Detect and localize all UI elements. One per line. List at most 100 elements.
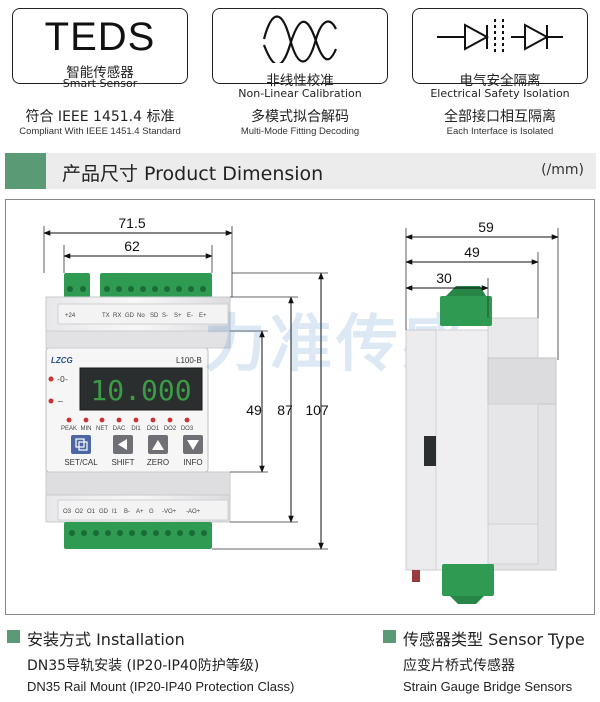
dim-front-width-total: 71.5 (118, 215, 145, 231)
zero-button[interactable] (148, 435, 168, 454)
installation-info: 安装方式 Installation DN35导轨安装 (IP20-IP40防护等… (7, 626, 307, 702)
isolated-caption-cn: 全部接口相互隔离 (444, 109, 556, 125)
stable-indicator-icon: ~ (57, 397, 64, 406)
feature-teds: TEDS 智能传感器 Smart Sensor 符合 IEEE 1451.4 标… (0, 0, 200, 142)
side-rail-clip (412, 570, 420, 582)
fitting-caption-cn: 多模式拟合解码 (251, 109, 349, 125)
lcd-display (79, 367, 203, 411)
arrow-up-icon (152, 440, 164, 450)
led-label: MIN (81, 426, 92, 432)
model-label: L100-B (176, 356, 202, 365)
bottom-label-strip (57, 499, 229, 521)
brand-logo: LZCG (51, 356, 73, 365)
sensor-type-heading: 传感器类型 Sensor Type (403, 630, 585, 649)
feature-card-nonlinear: 非线性校准 Non-Linear Calibration (212, 8, 388, 100)
section-header: 产品尺寸 Product Dimension (/mm) (5, 153, 596, 189)
bottom-terminal-label: O1 (87, 509, 96, 515)
bottom-terminal-label: A+ (136, 509, 144, 515)
side-middle-step (435, 329, 489, 571)
sensor-type-line-cn: 应变片桥式传感器 (403, 658, 515, 674)
led-label: PEAK (61, 426, 77, 432)
bottom-terminal-block (64, 522, 212, 549)
info-button[interactable] (183, 435, 203, 454)
front-dimensions: 71.5 62 49 87 107 (43, 215, 329, 550)
arrow-down-icon (187, 440, 199, 450)
top-terminal-label: E- (187, 313, 193, 319)
installation-bullet (7, 630, 20, 643)
installation-line-en: DN35 Rail Mount (IP20-IP40 Protection Cl… (27, 679, 295, 694)
feature-card-isolation: 电气安全隔离 Electrical Safety Isolation (412, 8, 588, 100)
top-terminal-label: TX (102, 313, 110, 319)
bottom-terminal-label: -AO+ (186, 509, 201, 515)
installation-heading: 安装方式 Installation (27, 630, 185, 649)
dim-front-width-body: 62 (124, 238, 140, 254)
led-label: DO2 (164, 426, 177, 432)
dim-front-height-mid: 87 (277, 402, 293, 418)
top-terminal-label: RX (113, 313, 121, 319)
top-terminal-label: GD (125, 313, 135, 319)
button-label: INFO (183, 458, 202, 467)
dim-side-depth-front: 30 (436, 270, 452, 286)
feature-card-teds: TEDS 智能传感器 Smart Sensor (12, 8, 188, 90)
section-title: 产品尺寸 Product Dimension (62, 163, 324, 185)
top-terminal-label: +24 (65, 313, 76, 319)
isolation-en: Electrical Safety Isolation (430, 87, 570, 100)
arrow-left-icon (118, 439, 127, 450)
section-unit: (/mm) (541, 162, 584, 178)
side-back-lower (487, 523, 539, 565)
dim-side-depth-total: 59 (478, 219, 494, 235)
display-value: 10.000 (90, 374, 191, 407)
bottom-terminal-label: O2 (75, 509, 84, 515)
dim-front-height-panel: 49 (246, 402, 262, 418)
fitting-caption-en: Multi-Mode Fitting Decoding (240, 126, 360, 137)
led-stable (48, 398, 54, 404)
led-label: DAC (113, 426, 126, 432)
shift-button[interactable] (113, 435, 133, 454)
section-accent (5, 153, 46, 189)
dim-side-depth-mid: 49 (464, 244, 480, 260)
zero-indicator-icon: -0- (57, 375, 68, 384)
front-view-device: +24 TX RX GD No SD S- S+ E- E+ LZCG L100… (45, 273, 231, 549)
button-label: ZERO (147, 458, 169, 467)
top-terminal-label: E+ (199, 313, 207, 319)
set-cal-button[interactable] (71, 435, 91, 454)
isolated-caption-en: Each Interface is Isolated (446, 126, 554, 137)
top-terminal-label: SD (150, 313, 159, 319)
led-label: DI1 (131, 426, 141, 432)
smart-sensor-en: Smart Sensor (62, 77, 138, 90)
bottom-terminal-label: G (149, 509, 154, 515)
led-zero (48, 376, 54, 382)
dimension-drawing-frame: +24 TX RX GD No SD S- S+ E- E+ LZCG L100… (5, 199, 595, 615)
led-label: NET (96, 426, 108, 432)
installation-line-cn: DN35导轨安装 (IP20-IP40防护等级) (27, 658, 260, 674)
sine-wave-icon (262, 15, 338, 63)
feature-nonlinear: 非线性校准 Non-Linear Calibration 多模式拟合解码 Mul… (200, 0, 400, 142)
button-label: SET/CAL (64, 458, 98, 467)
nonlinear-cn: 非线性校准 (266, 73, 334, 89)
side-back-middle (487, 403, 539, 525)
isolation-cn: 电气安全隔离 (459, 73, 541, 89)
side-view-device (405, 286, 557, 604)
side-button-window (424, 436, 436, 466)
nonlinear-en: Non-Linear Calibration (238, 87, 362, 100)
bottom-terminal-label: I1 (112, 509, 118, 515)
sensor-type-bullet (383, 630, 396, 643)
top-terminal-right (100, 273, 212, 299)
smart-sensor-cn: 智能传感器 (66, 65, 134, 81)
side-back-ridge (487, 357, 557, 405)
bottom-terminal-label: B- (124, 509, 130, 515)
sensor-type-info: 传感器类型 Sensor Type 应变片桥式传感器 Strain Gauge … (383, 626, 598, 702)
top-terminal-label: S+ (174, 313, 182, 319)
top-label-strip (57, 303, 229, 325)
isolation-diode-icon (437, 19, 563, 55)
side-bottom-terminal-cap (450, 596, 484, 604)
sensor-type-line-en: Strain Gauge Bridge Sensors (403, 679, 573, 694)
lower-housing (45, 471, 231, 496)
dim-front-height-total: 107 (305, 402, 329, 418)
bottom-terminal-label: GD (99, 509, 109, 515)
side-bottom-terminal (442, 564, 494, 596)
teds-title: TEDS (44, 15, 156, 59)
led-label: DO1 (147, 426, 160, 432)
side-back-upper (487, 317, 539, 359)
top-terminal-left (64, 273, 90, 299)
